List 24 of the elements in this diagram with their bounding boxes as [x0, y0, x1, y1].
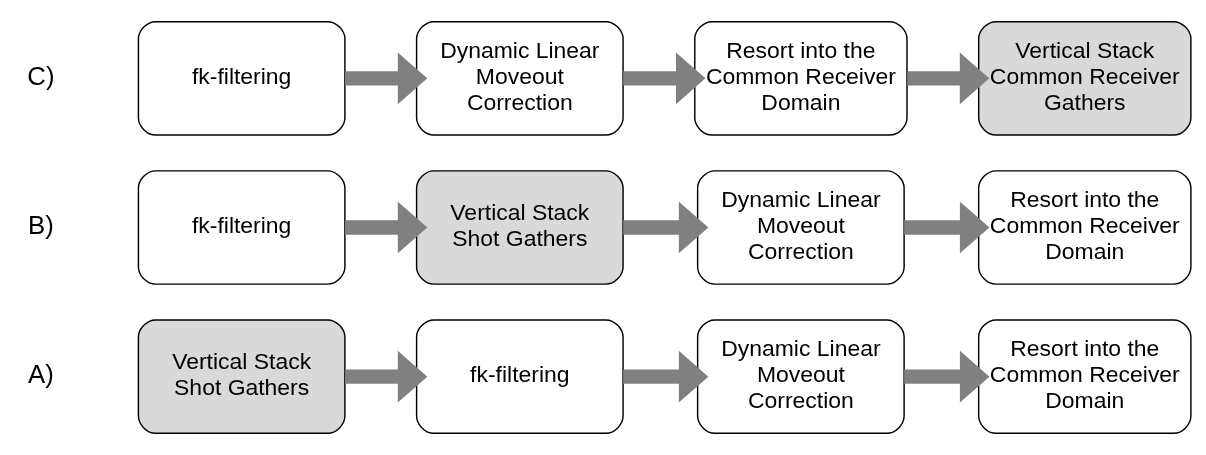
node-box: Vertical Stack Common Receiver Gathers — [977, 21, 1192, 136]
arrow — [904, 201, 990, 254]
node-box: Dynamic Linear Moveout Correction — [696, 170, 905, 285]
arrow — [623, 201, 709, 254]
node-box: Resort into the Common Receiver Domain — [694, 21, 908, 136]
node-box: Dynamic Linear Moveout Correction — [415, 21, 624, 136]
arrow — [345, 201, 428, 254]
node-box: Vertical Stack Shot Gathers — [415, 170, 624, 285]
node-box: fk-filtering — [137, 21, 346, 136]
arrow — [345, 350, 428, 403]
label: C) — [27, 61, 55, 90]
arrow — [904, 350, 990, 403]
node-box: Dynamic Linear Moveout Correction — [696, 319, 905, 434]
arrow — [345, 52, 428, 105]
label: A) — [28, 359, 54, 388]
arrow — [623, 52, 706, 105]
node-box: Resort into the Common Receiver Domain — [977, 319, 1192, 434]
arrow — [623, 350, 709, 403]
node-box: Resort into the Common Receiver Domain — [977, 170, 1192, 285]
arrow — [907, 52, 990, 105]
node-box: fk-filtering — [415, 319, 624, 434]
label: B) — [28, 210, 54, 239]
node-box: fk-filtering — [137, 170, 346, 285]
node-box: Vertical Stack Shot Gathers — [137, 319, 346, 434]
